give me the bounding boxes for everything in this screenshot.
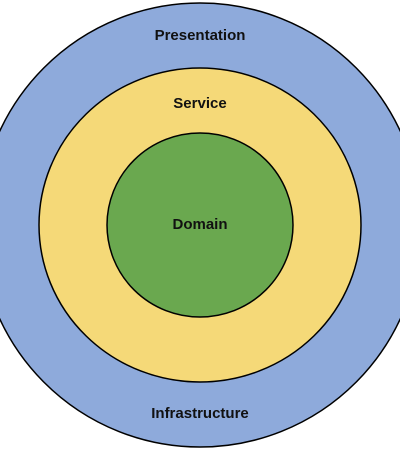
service-label: Service [173, 95, 226, 112]
domain-label: Domain [172, 216, 227, 233]
presentation-label: Presentation [155, 27, 246, 44]
infrastructure-label: Infrastructure [151, 405, 249, 422]
domain-circle [106, 132, 294, 318]
